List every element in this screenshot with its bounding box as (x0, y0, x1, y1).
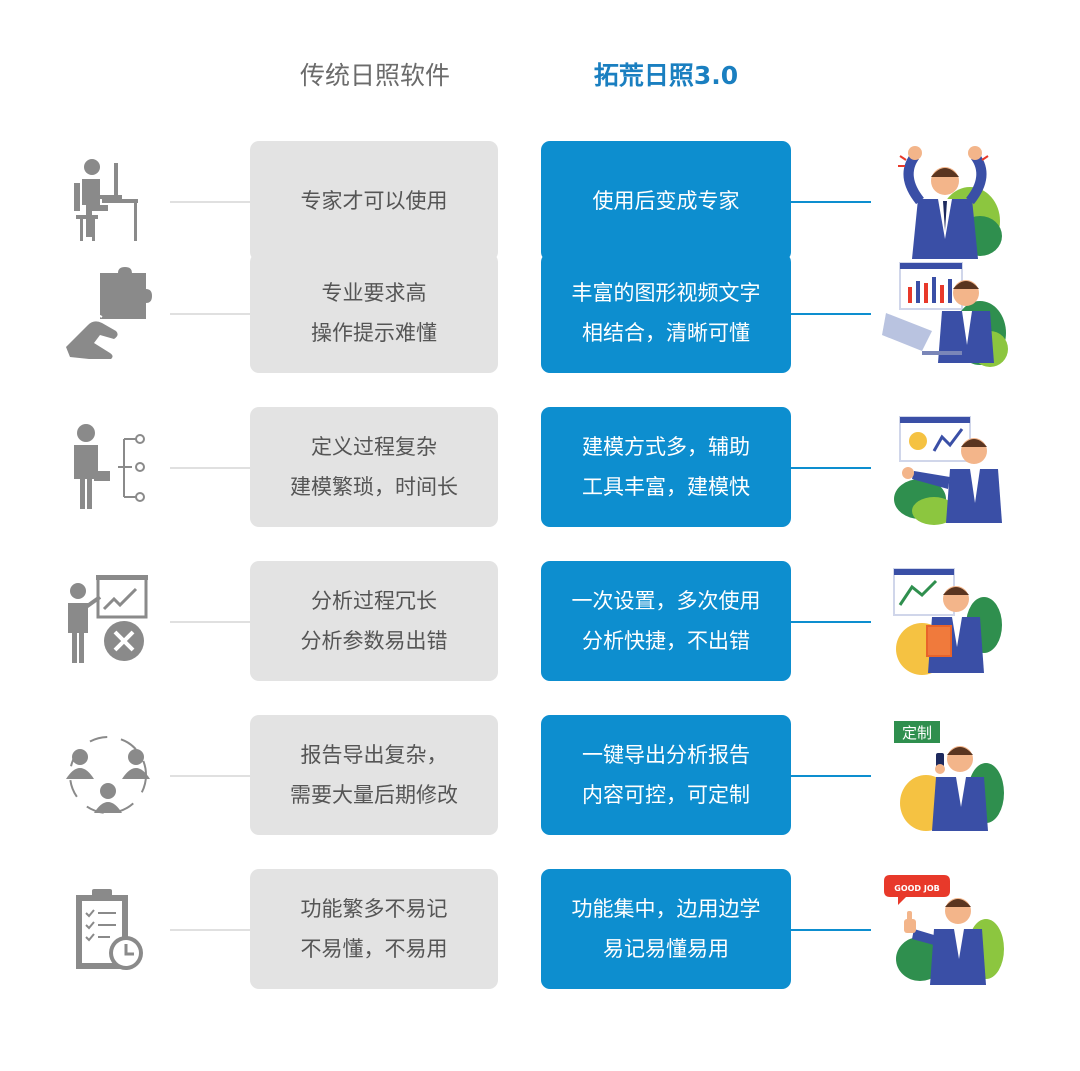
traditional-point-text-line2: 建模繁琐，时间长 (290, 475, 458, 499)
excited-businessman-illustration (898, 146, 1002, 259)
comparison-row-3: 定义过程复杂 建模繁琐，时间长 建模方式多，辅助 工具丰富，建模快 (0, 407, 1080, 529)
custom-badge-text: 定制 (902, 724, 932, 742)
new-point-text-line2: 相结合，清晰可懂 (582, 321, 750, 345)
traditional-point-text-line2: 操作提示难懂 (311, 321, 437, 345)
new-point-text-line1: 功能集中，边用边学 (571, 897, 761, 921)
new-point-box: 一键导出分析报告 内容可控，可定制 (541, 715, 791, 835)
new-point-text-line2: 易记易懂易用 (603, 937, 729, 961)
hand-holding-puzzle-icon (66, 267, 152, 359)
new-point-text-line1: 一次设置，多次使用 (571, 589, 761, 613)
traditional-point-text-line1: 功能繁多不易记 (300, 897, 448, 921)
comparison-row-2: 专业要求高 操作提示难懂 丰富的图形视频文字 相结合，清晰可懂 (0, 253, 1080, 375)
new-point-text-line1: 丰富的图形视频文字 (571, 281, 761, 305)
comparison-row-1: 专家才可以使用 使用后变成专家 (0, 141, 1080, 263)
connector-line-left (170, 775, 250, 777)
new-point-box: 丰富的图形视频文字 相结合，清晰可懂 (541, 253, 791, 373)
traditional-point-text-line2: 分析参数易出错 (300, 629, 448, 653)
businessman-with-laptop-chart-illustration (882, 262, 1008, 367)
businessman-with-phone-illustration: 定制 (894, 721, 1004, 831)
traditional-point-box: 专家才可以使用 (250, 141, 498, 261)
traditional-point-text-line1: 定义过程复杂 (311, 435, 437, 459)
businessman-with-folder-illustration (893, 568, 1002, 675)
traditional-point-text-line2: 需要大量后期修改 (290, 783, 458, 807)
comparison-row-6: 功能繁多不易记 不易懂，不易用 功能集中，边用边学 易记易懂易用 GOOD JO… (0, 869, 1080, 991)
new-point-box: 功能集中，边用边学 易记易懂易用 (541, 869, 791, 989)
header-tuohuang-rizhao: 拓荒日照3.0 (593, 61, 739, 90)
connector-line-left (170, 929, 250, 931)
clipboard-clock-icon (76, 889, 143, 970)
new-point-text-line2: 分析快捷，不出错 (582, 629, 750, 653)
connector-line-right (791, 201, 871, 203)
new-point-box: 使用后变成专家 (541, 141, 791, 261)
connector-line-right (791, 775, 871, 777)
new-point-text-line2: 内容可控，可定制 (582, 783, 750, 807)
new-point-text-line1: 一键导出分析报告 (582, 743, 750, 767)
traditional-point-text-line1: 分析过程冗长 (311, 589, 437, 613)
connector-line-left (170, 313, 250, 315)
connector-line-right (791, 621, 871, 623)
connector-line-right (791, 929, 871, 931)
connector-line-left (170, 201, 250, 203)
new-point-box: 建模方式多，辅助 工具丰富，建模快 (541, 407, 791, 527)
new-point-text-line1: 建模方式多，辅助 (582, 435, 750, 459)
traditional-point-box: 报告导出复杂， 需要大量后期修改 (250, 715, 498, 835)
person-with-failed-chart-icon (68, 575, 148, 663)
new-point-text: 使用后变成专家 (592, 189, 740, 213)
comparison-row-5: 报告导出复杂， 需要大量后期修改 一键导出分析报告 内容可控，可定制 定制 (0, 715, 1080, 837)
traditional-point-box: 专业要求高 操作提示难懂 (250, 253, 498, 373)
person-at-desk-icon (74, 159, 138, 241)
connector-line-left (170, 621, 250, 623)
traditional-point-text-line1: 专业要求高 (321, 281, 427, 305)
connector-line-right (791, 313, 871, 315)
traditional-point-text-line1: 报告导出复杂， (300, 743, 448, 767)
header-traditional-software: 传统日照软件 (299, 61, 450, 90)
traditional-point-text-line2: 不易懂，不易用 (300, 937, 448, 961)
new-point-box: 一次设置，多次使用 分析快捷，不出错 (541, 561, 791, 681)
person-with-flowchart-icon (74, 424, 145, 509)
comparison-row-4: 分析过程冗长 分析参数易出错 一次设置，多次使用 分析快捷，不出错 (0, 561, 1080, 683)
traditional-point-box: 分析过程冗长 分析参数易出错 (250, 561, 498, 681)
traditional-point-box: 功能繁多不易记 不易懂，不易用 (250, 869, 498, 989)
traditional-point-box: 定义过程复杂 建模繁琐，时间长 (250, 407, 498, 527)
connector-line-left (170, 467, 250, 469)
businessman-presenting-chart-illustration (894, 416, 1002, 525)
traditional-point-text: 专家才可以使用 (300, 189, 448, 213)
connector-line-right (791, 467, 871, 469)
good-job-badge-text: GOOD JOB (894, 884, 939, 893)
people-network-icon (66, 736, 150, 814)
new-point-text-line2: 工具丰富，建模快 (582, 475, 750, 499)
businessman-thumbs-up-illustration: GOOD JOB (884, 875, 1004, 985)
